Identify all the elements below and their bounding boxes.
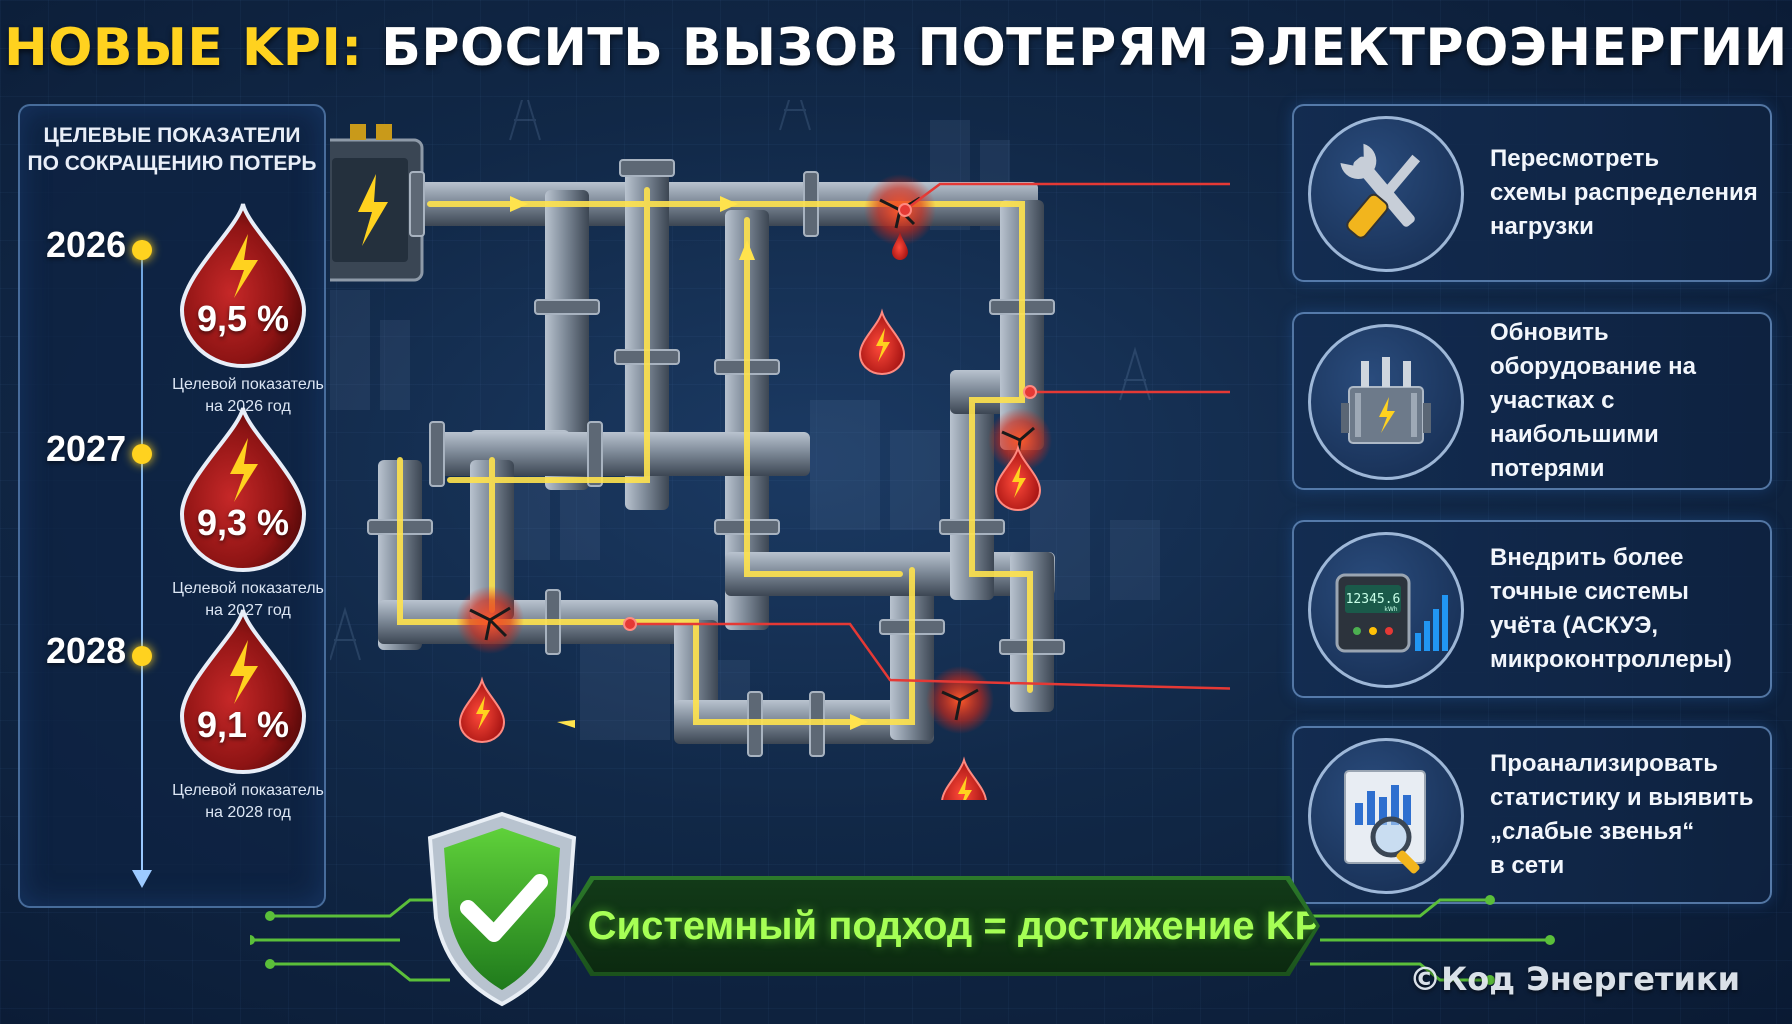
target-value: 9,3 % (196, 502, 290, 543)
timeline-dot (132, 646, 152, 666)
summary-banner: Системный подход = достижение KPI (564, 880, 1316, 972)
connector-lines (630, 182, 1230, 690)
action-card-equipment: Обновить оборудование на участках с наиб… (1292, 312, 1772, 490)
target-label: Целевой показатель на 2026 год (172, 376, 324, 415)
meter-icon: 12345.6 kWh (1308, 532, 1464, 688)
year-2027: 2027 (46, 428, 127, 469)
transformer-icon (1308, 324, 1464, 480)
action-text: Проанализировать статистику и выявить „с… (1490, 750, 1754, 879)
shield-check-icon (427, 811, 577, 1007)
summary-banner-text: Системный подход = достижение KPI (587, 903, 1333, 948)
drop-icon (179, 203, 307, 368)
timeline-line (141, 240, 143, 876)
action-card-analytics: Проанализировать статистику и выявить „с… (1292, 726, 1772, 904)
leak-drops (458, 232, 1042, 800)
analytics-icon (1308, 738, 1464, 894)
connector-ends (623, 203, 1037, 631)
tools-icon (1308, 116, 1464, 272)
target-value: 9,5 % (196, 298, 290, 339)
flow-arrows (510, 196, 868, 730)
target-label: Целевой показатель на 2027 год (172, 580, 324, 619)
action-card-metering: 12345.6 kWh Внедрить более точные систем… (1292, 520, 1772, 698)
title-highlight: НОВЫЕ KPI: (4, 18, 363, 78)
title-rest: БРОСИТЬ ВЫЗОВ ПОТЕРЯМ ЭЛЕКТРОЭНЕРГИИ (381, 18, 1788, 78)
targets-panel: ЦЕЛЕВЫЕ ПОКАЗАТЕЛИ ПО СОКРАЩЕНИЮ ПОТЕРЬ … (18, 104, 326, 908)
action-text: Внедрить более точные системы учёта (АСК… (1490, 544, 1732, 673)
timeline-dot (132, 240, 152, 260)
action-text: Обновить оборудование на участках с наиб… (1490, 319, 1697, 482)
timeline-dot (132, 444, 152, 464)
energy-source-box (330, 124, 424, 282)
leak-points (456, 174, 1052, 734)
pipeline-illustration (330, 100, 1230, 800)
year-2026: 2026 (46, 224, 127, 265)
power-towers (330, 100, 1151, 661)
target-drop-2028: 9,1 % (168, 604, 318, 774)
target-drop-2026: 9,5 % (168, 198, 318, 368)
copyright-text: ©Код Энергетики (1409, 960, 1740, 998)
energy-flow (397, 187, 1033, 725)
page-title: НОВЫЕ KPI: БРОСИТЬ ВЫЗОВ ПОТЕРЯМ ЭЛЕКТРО… (0, 18, 1792, 78)
target-drop-2027: 9,3 % (168, 402, 318, 572)
year-2028: 2028 (46, 630, 127, 671)
target-value: 9,1 % (196, 704, 290, 745)
target-label: Целевой показатель на 2028 год (172, 782, 324, 821)
action-card-redistribute: Пересмотреть схемы распределения нагрузк… (1292, 104, 1772, 282)
action-text: Пересмотреть схемы распределения нагрузк… (1490, 145, 1758, 240)
meter-reading: 12345.6 (1346, 592, 1401, 607)
drop-icon (179, 609, 307, 774)
drop-icon (179, 407, 307, 572)
pipes (378, 170, 1055, 744)
meter-unit: kWh (1384, 606, 1397, 613)
timeline-arrow-icon (132, 870, 152, 888)
targets-heading: ЦЕЛЕВЫЕ ПОКАЗАТЕЛИ ПО СОКРАЩЕНИЮ ПОТЕРЬ (27, 124, 317, 175)
